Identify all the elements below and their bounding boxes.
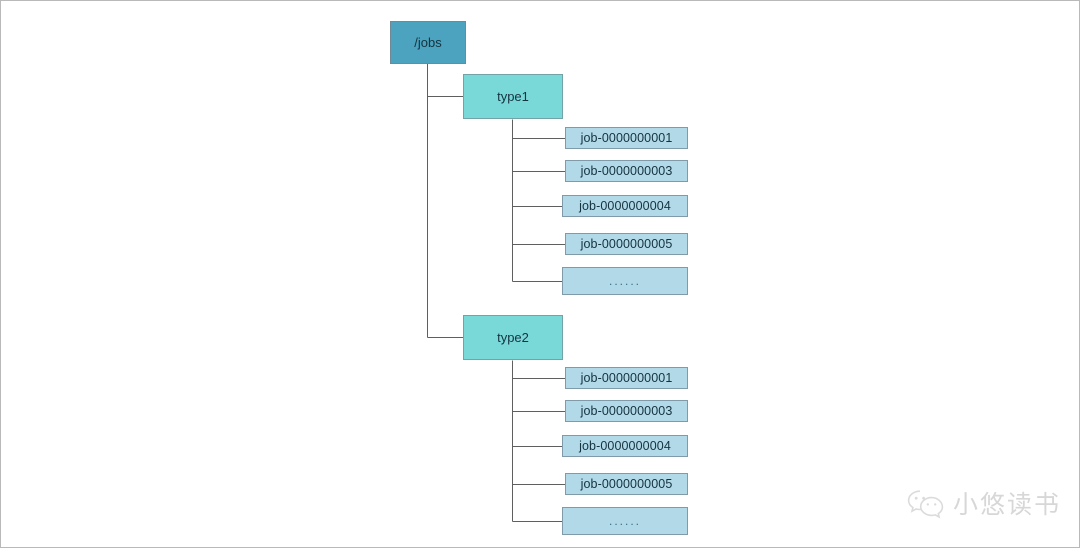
node-label: job-0000000004 <box>579 199 671 213</box>
node-type2-job-4[interactable]: job-0000000005 <box>565 473 688 495</box>
node-label: job-0000000001 <box>580 371 673 385</box>
node-label: job-0000000004 <box>579 439 671 453</box>
node-type2-job-2[interactable]: job-0000000003 <box>565 400 688 422</box>
watermark: 小悠读书 <box>906 485 1061 521</box>
watermark-text: 小悠读书 <box>952 490 1061 519</box>
node-root-jobs[interactable]: /jobs <box>390 21 466 64</box>
node-label: job-0000000001 <box>580 131 673 145</box>
node-type2[interactable]: type2 <box>463 315 563 360</box>
wechat-icon <box>906 487 946 519</box>
node-type2-job-more[interactable]: ...... <box>562 507 688 535</box>
node-type1-label: type1 <box>497 89 529 104</box>
node-type1-job-1[interactable]: job-0000000001 <box>565 127 688 149</box>
node-label: job-0000000003 <box>580 404 673 418</box>
node-root-label: /jobs <box>414 35 442 50</box>
node-label: job-0000000005 <box>580 237 673 251</box>
node-type2-job-1[interactable]: job-0000000001 <box>565 367 688 389</box>
node-type1-job-4[interactable]: job-0000000005 <box>565 233 688 255</box>
node-type1-job-2[interactable]: job-0000000003 <box>565 160 688 182</box>
node-type1-job-more[interactable]: ...... <box>562 267 688 295</box>
node-type2-label: type2 <box>497 330 529 345</box>
node-label: ...... <box>608 514 641 528</box>
node-label: job-0000000005 <box>580 477 673 491</box>
node-label: job-0000000003 <box>580 164 673 178</box>
node-label: ...... <box>608 274 641 288</box>
node-type1-job-3[interactable]: job-0000000004 <box>562 195 688 217</box>
node-type2-job-3[interactable]: job-0000000004 <box>562 435 688 457</box>
node-type1[interactable]: type1 <box>463 74 563 119</box>
